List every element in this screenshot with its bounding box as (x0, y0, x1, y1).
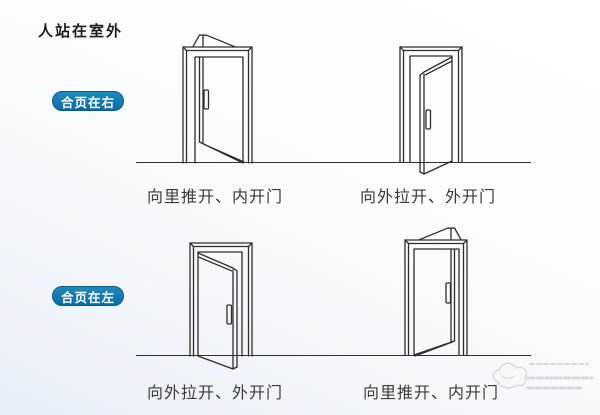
door-drawing-outward-hinge-left (189, 242, 253, 370)
door-drawing-outward-hinge-right (399, 46, 463, 175)
door-handle (425, 109, 432, 130)
door-handle (445, 282, 452, 304)
hinge-right-badge: 合页在右 (52, 91, 124, 111)
page-title: 人站在室外 (38, 22, 124, 40)
door-caption: 向外拉开、外开门 (359, 187, 496, 206)
door-caption: 向里推开、内开门 (362, 383, 499, 402)
door-drawing-inward-hinge-left (404, 227, 468, 357)
door-handle (226, 304, 233, 325)
door-drawing-inward-hinge-right (182, 34, 253, 164)
ground-line-bottom (136, 355, 531, 356)
door-caption: 向外拉开、外开门 (146, 383, 283, 402)
door-caption: 向里推开、内开门 (146, 187, 283, 206)
ground-line-top (136, 162, 531, 163)
watermark-logo (492, 362, 594, 390)
hinge-left-badge: 合页在左 (52, 286, 124, 306)
door-handle (203, 89, 210, 110)
